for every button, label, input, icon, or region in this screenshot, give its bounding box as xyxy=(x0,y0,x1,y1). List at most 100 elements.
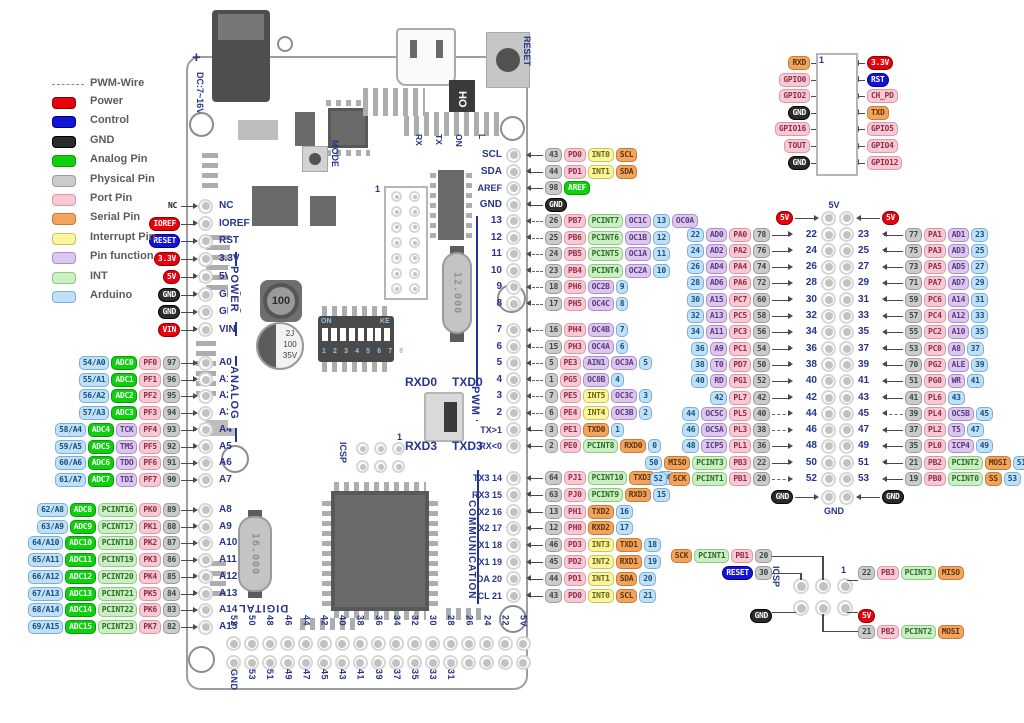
pin-chip: PG2 xyxy=(924,357,946,372)
wire xyxy=(772,231,793,237)
digital-pin-label: 47 xyxy=(301,669,312,681)
dip-toggle xyxy=(357,328,364,341)
pin-chip: PD7 xyxy=(729,357,751,372)
pin-hole xyxy=(837,600,853,616)
reset-button[interactable] xyxy=(486,32,530,88)
board-pin-label: A4 xyxy=(219,423,232,435)
board-pin-label: SDA xyxy=(480,165,502,177)
mode-button-label: MODE xyxy=(330,140,340,167)
pin-chip: 57/A3 xyxy=(78,406,110,421)
wire xyxy=(882,296,903,303)
board-pin-label: A15 xyxy=(219,621,238,633)
pin-chip: TXD2 xyxy=(587,504,614,519)
pin-hole xyxy=(839,438,854,454)
legend-swatch xyxy=(52,213,76,226)
dip-pins xyxy=(322,306,392,316)
pin-chip: INT0 xyxy=(587,148,614,162)
pin-hole xyxy=(515,655,531,670)
pin-chip: ICP5 xyxy=(701,439,728,454)
pin-chip: A15 xyxy=(705,292,728,307)
pin-chip: 46 xyxy=(545,538,563,553)
wire xyxy=(882,459,903,466)
pin-chip: 53 xyxy=(1003,472,1021,486)
pin-chip: PCINT16 xyxy=(97,503,138,517)
pin-chip: 71 xyxy=(905,276,923,291)
mode-button[interactable] xyxy=(302,146,328,172)
pin-chip: 10 xyxy=(652,263,670,278)
pin-annotation: RST xyxy=(867,72,889,87)
pin-chip: MOSI xyxy=(984,455,1011,470)
pin-chip: 62/A8 xyxy=(37,503,68,517)
wire xyxy=(526,343,543,350)
pin-chip: MISO xyxy=(937,566,964,580)
pin-annotation: 5V xyxy=(162,269,180,284)
wire xyxy=(526,392,543,399)
pin-chip: ADC2 xyxy=(111,389,138,404)
wire xyxy=(772,410,793,417)
pin-chip: PK3 xyxy=(139,553,161,568)
pin-chip: PCINT3 xyxy=(692,455,728,470)
chip-pins xyxy=(466,172,472,238)
digital-pin-label: 24 xyxy=(482,615,493,627)
pin-annotation: 3.3V xyxy=(867,56,894,70)
pin-number: 53 xyxy=(858,473,870,484)
board-pin-label: A1 xyxy=(219,373,232,385)
pin-hole xyxy=(821,357,836,373)
pin-chip: TDI xyxy=(115,473,138,488)
board-pin-label: NC xyxy=(219,200,234,211)
section-power: POWER xyxy=(228,266,240,322)
pin-chip: 7 xyxy=(615,323,629,337)
pin-chip: IOREF xyxy=(149,216,180,231)
pin-hole xyxy=(821,308,836,324)
mounting-hole xyxy=(500,116,525,141)
pin-hole xyxy=(370,636,386,651)
pin-chip: PK6 xyxy=(139,603,161,618)
pin-chip: RXD xyxy=(788,56,810,70)
board-pin-label: 2 xyxy=(496,407,502,418)
pin-chip: GND xyxy=(750,609,772,623)
component xyxy=(446,608,486,620)
section-analog: ANALOG xyxy=(228,366,240,428)
wire xyxy=(882,475,903,482)
pin-chip: 76 xyxy=(752,243,770,258)
pin-annotation: NC xyxy=(165,200,180,213)
pin-annotation: 3.3V xyxy=(153,252,180,267)
digital-pin-label: 39 xyxy=(373,669,384,681)
board-pin-label: A11 xyxy=(219,554,237,566)
wire xyxy=(181,506,198,513)
pin-chip: 12 xyxy=(652,230,670,245)
pin-hole xyxy=(374,460,387,473)
pin-chip: PB5 xyxy=(564,247,586,261)
pin-chip: PC1 xyxy=(729,341,751,356)
pin-annotation: GPIO0 xyxy=(779,72,810,87)
wire xyxy=(526,376,543,383)
pin-hole xyxy=(374,442,387,455)
pin-chip: 65/A11 xyxy=(28,553,64,568)
dip-toggle xyxy=(339,328,346,341)
serial-select-switch[interactable] xyxy=(424,392,464,442)
board-pin-label: 10 xyxy=(490,264,502,276)
pin-chip: PB6 xyxy=(564,230,586,245)
pin-chip: PCINT17 xyxy=(97,519,138,534)
pin-chip: 22 xyxy=(752,455,770,470)
pin-chip: PD1 xyxy=(564,571,586,586)
wire xyxy=(181,291,198,297)
pin-chip: 47 xyxy=(966,423,984,438)
pin-chip: PJ1 xyxy=(564,471,586,485)
wire xyxy=(181,376,198,383)
pin-hole xyxy=(334,636,350,651)
component xyxy=(295,112,315,146)
capacitor: 2J 100 35V xyxy=(256,322,304,370)
dc-jack-top xyxy=(218,14,264,40)
board-pin-label: SCL 21 xyxy=(471,590,502,601)
pin-chip: 48 xyxy=(682,439,700,454)
